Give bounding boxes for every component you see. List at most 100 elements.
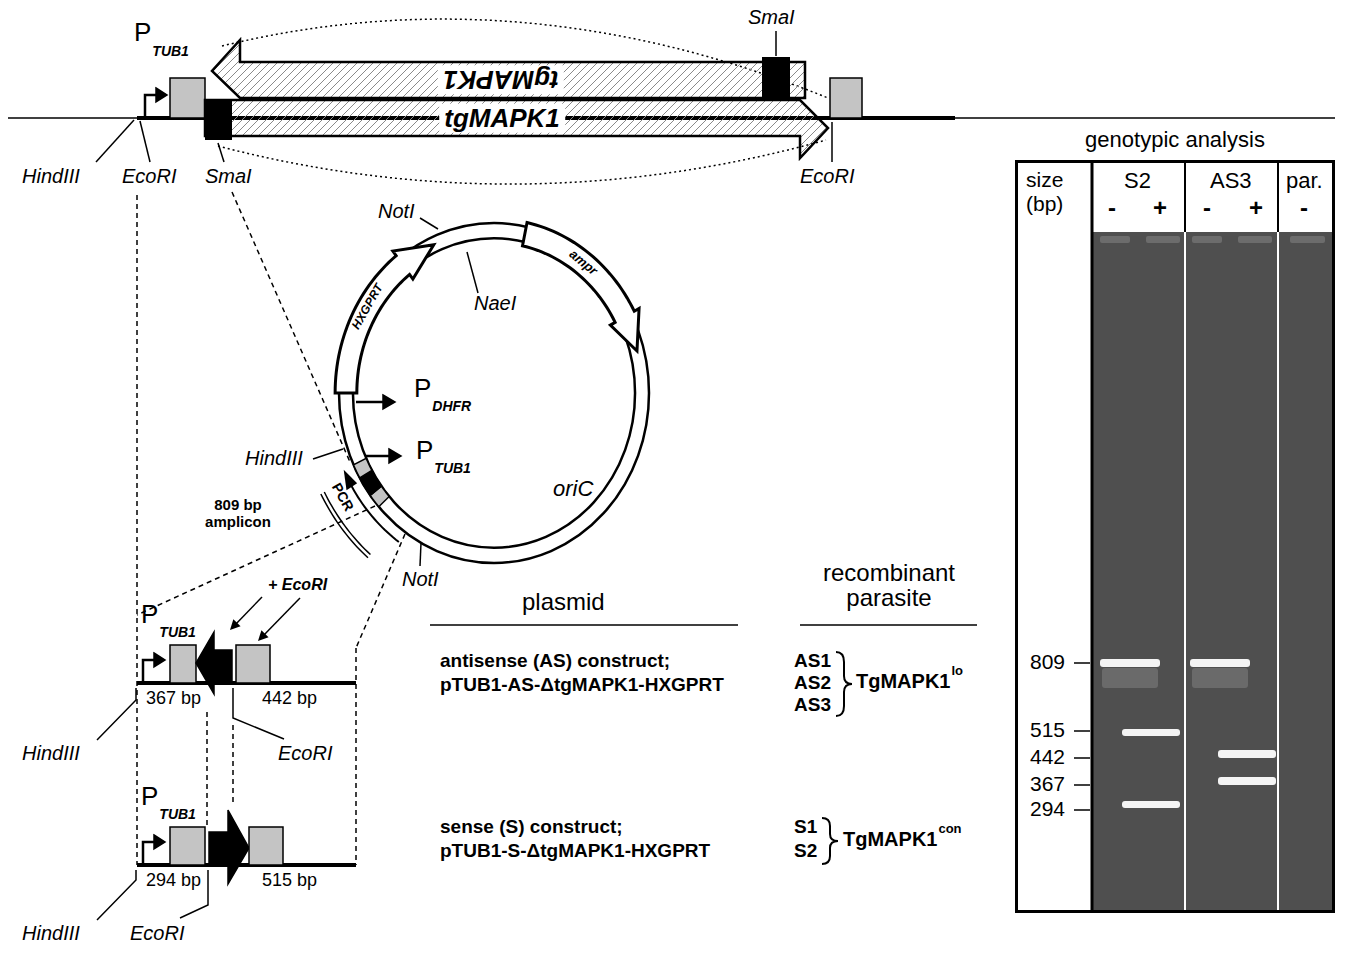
gene-arrow: tgMAPK1 xyxy=(208,36,812,102)
promoter-arrowhead xyxy=(156,88,167,102)
clone-name: AS3 xyxy=(794,694,831,716)
table-rule xyxy=(430,624,738,626)
promoter-arrowhead xyxy=(389,449,401,463)
leader-line xyxy=(140,121,150,162)
gel-smear xyxy=(1192,668,1248,688)
promoter-symbol xyxy=(366,455,390,458)
fragment-size: 515 bp xyxy=(262,870,317,891)
gel-band xyxy=(1100,659,1160,667)
insert-arrow xyxy=(209,810,249,884)
zoom-guide-line xyxy=(206,712,208,826)
restriction-site: SmaI xyxy=(748,6,795,29)
lane-divider xyxy=(1184,232,1186,913)
table-rule xyxy=(800,624,977,626)
leader-line xyxy=(97,870,136,920)
restriction-site: EcoRI xyxy=(122,165,176,188)
strain-name: TgMAPK1 xyxy=(843,828,937,851)
arrow-outline xyxy=(205,100,828,158)
utr-box xyxy=(249,827,283,865)
insert-span-arc xyxy=(218,140,826,184)
lane-label: par. xyxy=(1286,168,1323,193)
restriction-site: HindIII xyxy=(22,922,80,945)
promoter-label: P xyxy=(414,374,431,404)
leader-line xyxy=(97,688,136,740)
promoter-label: P xyxy=(141,782,158,812)
origin-label: oriC xyxy=(553,476,593,501)
restriction-site: NotI xyxy=(402,568,439,591)
gene-name: tgMAPK1 xyxy=(439,104,565,133)
construct-name: antisense (AS) construct; xyxy=(440,650,670,672)
insert-arrow xyxy=(196,632,232,694)
amplicon-size: 809 bp amplicon xyxy=(198,496,278,531)
restriction-site: NotI xyxy=(378,200,415,223)
digest-arrowhead xyxy=(258,630,269,641)
promoter-arrowhead xyxy=(154,835,165,849)
utr-box xyxy=(170,645,196,683)
gel-band xyxy=(1122,729,1180,736)
digest-sign: + xyxy=(1249,194,1263,222)
size-tick xyxy=(1074,784,1090,786)
lane-label: AS3 xyxy=(1210,168,1252,193)
promoter-arrowhead xyxy=(383,395,395,409)
size-marker: 294 xyxy=(1030,797,1065,821)
lane-label: S2 xyxy=(1124,168,1151,193)
leader-line xyxy=(775,31,777,56)
hxgprt-arrow xyxy=(335,245,434,393)
gel-lane-area xyxy=(1092,232,1335,913)
promoter-symbol xyxy=(145,95,157,118)
leader-line xyxy=(831,122,833,162)
lane-divider xyxy=(1184,160,1186,232)
utr-box xyxy=(170,78,205,118)
clone-name: AS1 xyxy=(794,650,831,672)
utr-box xyxy=(830,78,862,118)
leader-line xyxy=(96,120,134,162)
size-marker: 809 xyxy=(1030,650,1065,674)
digest-sign: - xyxy=(1203,194,1211,222)
brace xyxy=(822,818,838,864)
gel-well xyxy=(1192,236,1222,243)
restriction-site: EcoRI xyxy=(278,742,332,765)
zoom-guide-line xyxy=(232,192,350,462)
promoter-subscript: TUB1 xyxy=(159,806,196,822)
construct-name: pTUB1-AS-ΔtgMAPK1-HXGPRT xyxy=(440,674,724,696)
gene-arrow: tgMAPK1 xyxy=(200,98,832,160)
leader-line xyxy=(420,218,438,229)
leader-line xyxy=(467,252,478,293)
utr-box xyxy=(236,645,270,683)
gel-well xyxy=(1146,236,1180,243)
strain-superscript: lo xyxy=(951,664,963,679)
table-header: plasmid xyxy=(522,588,605,616)
digest-label: + EcoRI xyxy=(268,576,327,594)
promoter-subscript: TUB1 xyxy=(434,460,471,476)
restriction-site: EcoRI xyxy=(800,165,854,188)
ampr-arrow xyxy=(523,223,640,351)
size-tick xyxy=(1074,809,1090,811)
promoter-label: P xyxy=(134,18,151,48)
restriction-site: SmaI xyxy=(205,165,252,188)
promoter-symbol xyxy=(356,401,384,404)
restriction-site: HindIII xyxy=(22,165,80,188)
digest-sign: - xyxy=(1108,194,1116,222)
construct-name: pTUB1-S-ΔtgMAPK1-HXGPRT xyxy=(440,840,710,862)
restriction-block xyxy=(205,100,232,140)
gel-well xyxy=(1290,236,1325,243)
pcr-arc xyxy=(350,484,399,542)
digest-sign: + xyxy=(1153,194,1167,222)
promoter-symbol xyxy=(143,660,155,683)
promoter-subscript: TUB1 xyxy=(152,43,189,59)
lane-divider xyxy=(1277,160,1279,232)
promoter-symbol xyxy=(143,842,155,865)
digest-sign: - xyxy=(1300,194,1308,222)
zoom-guide-line xyxy=(356,534,405,648)
axis-title: size (bp) xyxy=(1026,168,1084,216)
digest-arrow xyxy=(262,598,300,637)
promoter-arrowhead xyxy=(154,653,165,667)
panel-heading: genotypic analysis xyxy=(1085,127,1265,153)
gel-band xyxy=(1190,659,1250,667)
size-marker: 515 xyxy=(1030,718,1065,742)
size-column-divider xyxy=(1091,160,1094,913)
gel-band xyxy=(1218,777,1276,785)
clone-name: AS2 xyxy=(794,672,831,694)
gel-well xyxy=(1100,236,1130,243)
